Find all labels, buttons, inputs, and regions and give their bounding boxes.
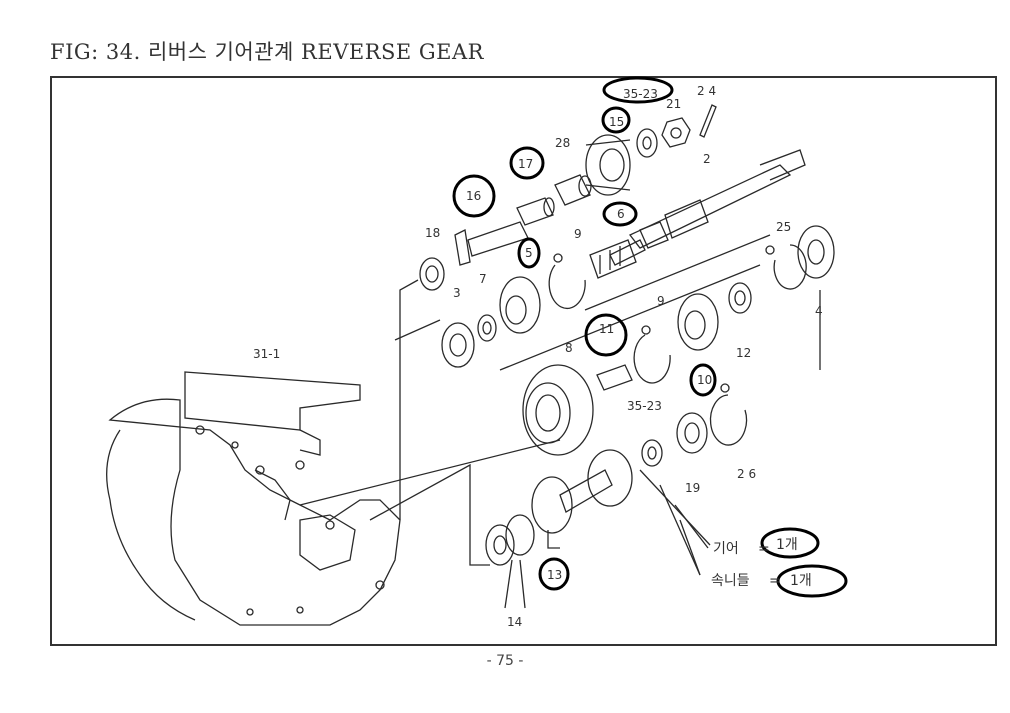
part-label-6: 6	[617, 207, 625, 221]
part-label-5: 5	[525, 246, 533, 260]
part-label-2: 2	[703, 152, 711, 166]
highlight-circle-13	[538, 557, 570, 591]
part-label-21: 21	[666, 97, 681, 111]
highlight-circle-5	[517, 237, 541, 269]
gear-15	[585, 134, 631, 196]
part-label-9a: 9	[574, 227, 582, 241]
part-label-35-23b: 35-23	[627, 399, 662, 413]
transmission-housing	[106, 371, 401, 626]
part-label-13: 13	[547, 568, 562, 582]
highlight-circle-11	[584, 313, 628, 357]
part-label-35-23a: 35-23	[623, 87, 658, 101]
note-gear-label: 기어	[713, 541, 739, 557]
part-label-19: 19	[685, 481, 700, 495]
highlight-circle-15	[601, 106, 631, 134]
highlight-circle-note-teeth	[776, 564, 848, 598]
part-label-16: 16	[466, 189, 481, 203]
part-label-11: 11	[599, 322, 614, 336]
part-label-7: 7	[479, 272, 487, 286]
part-label-26: 2 6	[737, 467, 756, 481]
main-shaft	[609, 149, 806, 266]
highlight-circle-note-gear	[760, 527, 820, 559]
highlight-circle-17	[509, 146, 545, 180]
part-label-28: 28	[555, 136, 570, 150]
part-label-17: 17	[518, 157, 533, 171]
note-teeth-label: 속니들	[711, 573, 750, 589]
highlight-circle-10	[689, 363, 717, 397]
part-label-9b: 9	[657, 294, 665, 308]
part-label-25: 25	[776, 220, 791, 234]
part-label-8: 8	[565, 341, 573, 355]
highlight-circle-6	[602, 201, 638, 227]
part-label-4: 4	[815, 304, 823, 318]
part-label-14: 14	[507, 615, 522, 629]
part-label-18: 18	[425, 226, 440, 240]
highlight-circle-16	[452, 174, 496, 218]
part-label-12: 12	[736, 346, 751, 360]
note-teeth-equals: =	[769, 573, 781, 589]
note-gear-equals: =	[758, 541, 770, 557]
part-label-31-1: 31-1	[253, 347, 280, 361]
part-label-10: 10	[697, 373, 712, 387]
diagram-frame	[50, 76, 997, 646]
part-label-15: 15	[609, 115, 624, 129]
note-teeth-value: 1개	[790, 573, 812, 589]
highlight-circle-35-23	[602, 76, 674, 104]
page-number: - 75 -	[486, 653, 524, 669]
note-gear-value: 1개	[776, 537, 798, 553]
figure-title: FIG: 34. 리버스 기어관계 REVERSE GEAR	[50, 40, 484, 64]
part-label-24: 2 4	[697, 84, 716, 98]
part-label-3: 3	[453, 286, 461, 300]
